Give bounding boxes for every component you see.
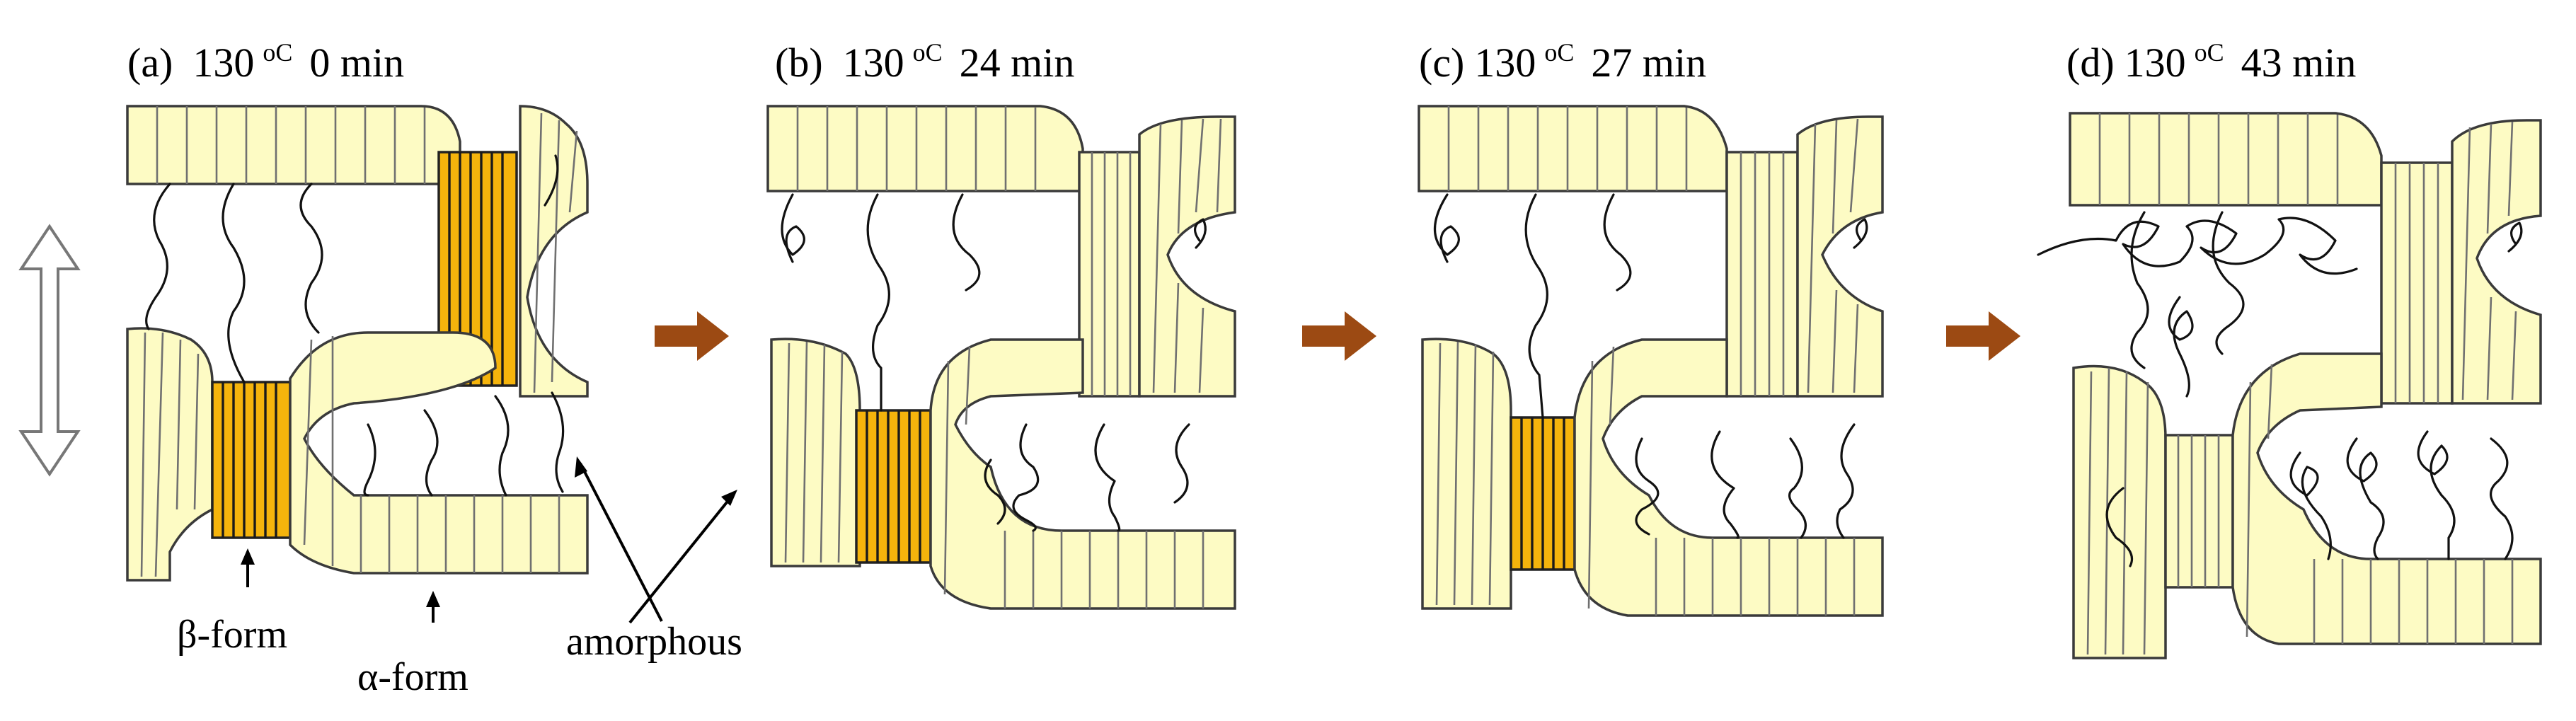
alpha-lamella (289, 331, 589, 575)
alpha-lamella (519, 105, 589, 398)
right-arrow-icon (1302, 311, 1376, 361)
beta-lamella (211, 381, 292, 539)
alpha-pointer-arrow (426, 591, 440, 623)
alpha-lamella (766, 105, 1084, 192)
alpha-form-label: α-form (357, 655, 468, 699)
double-arrow-icon (18, 224, 81, 477)
amorphous-chain (1173, 423, 1190, 504)
alpha-lamella (2451, 119, 2542, 405)
amorphous-chain (952, 193, 981, 292)
amorphous-chain (984, 458, 1006, 525)
amorphous-chain (1094, 423, 1121, 532)
alpha-lamella (1078, 151, 1141, 398)
alpha-lamella (1418, 105, 1728, 192)
alpha-lamella (1725, 151, 1799, 398)
alpha-lamella (1796, 115, 1884, 398)
amorphous-chain (1635, 437, 1660, 536)
amorphous-chain (222, 183, 246, 383)
amorphous-chain (2105, 487, 2134, 567)
alpha-lamella (126, 105, 461, 185)
right-arrow-icon (655, 311, 729, 361)
amorphous-chain (1788, 437, 1807, 539)
alpha-lamella (929, 338, 1236, 610)
amorphous-chain (1524, 193, 1548, 419)
amorphous-chain (2289, 451, 2332, 560)
beta-lamella (1510, 416, 1576, 571)
amorphous-chain (145, 183, 171, 330)
amorphous-chain (2168, 296, 2194, 398)
amorphous-chain (2346, 437, 2385, 560)
amorphous-chain (2212, 211, 2245, 355)
amorphous-chain (1710, 430, 1740, 539)
amorphous-chain (1836, 423, 1856, 539)
amorphous-chain (1603, 193, 1632, 292)
amorphous-chain (2490, 437, 2514, 560)
alpha-lamella (2072, 364, 2167, 659)
alpha-lamella (1421, 338, 1512, 610)
amorphous-chain (2507, 221, 2523, 253)
alpha-lamella (2231, 352, 2542, 645)
amorphous-chain (363, 423, 376, 497)
amorphous-chain (544, 154, 559, 207)
amorphous-chain (494, 395, 510, 497)
amorphous-chain (1434, 193, 1460, 263)
amorphous-chain (2037, 217, 2358, 275)
alpha-lamella (1138, 115, 1236, 398)
beta-form-label: β-form (177, 613, 287, 657)
amorphous-chain (551, 391, 565, 493)
amorphous-pointer-arrow (628, 490, 737, 624)
amorphous-pointer-arrow (575, 456, 663, 622)
amorphous-chain (2130, 211, 2149, 369)
beta-pointer-arrow (241, 548, 255, 587)
amorphous-chain (2417, 430, 2456, 560)
beta-lamella (855, 409, 932, 564)
amorphous-chain (1853, 218, 1868, 249)
amorphous-chain (1194, 218, 1207, 249)
amorphous-label: amorphous (566, 620, 742, 664)
amorphous-chain (781, 193, 805, 263)
alpha-lamella (2164, 434, 2234, 589)
alpha-lamella (1573, 338, 1884, 617)
amorphous-chain (423, 409, 439, 497)
right-arrow-icon (1946, 311, 2020, 361)
alpha-lamella (2380, 161, 2454, 405)
alpha-lamella (126, 327, 214, 582)
amorphous-chain (299, 183, 323, 334)
amorphous-chain (866, 193, 890, 412)
amorphous-chain (1012, 423, 1040, 532)
alpha-lamella (2069, 112, 2383, 207)
alpha-lamella (770, 338, 861, 567)
